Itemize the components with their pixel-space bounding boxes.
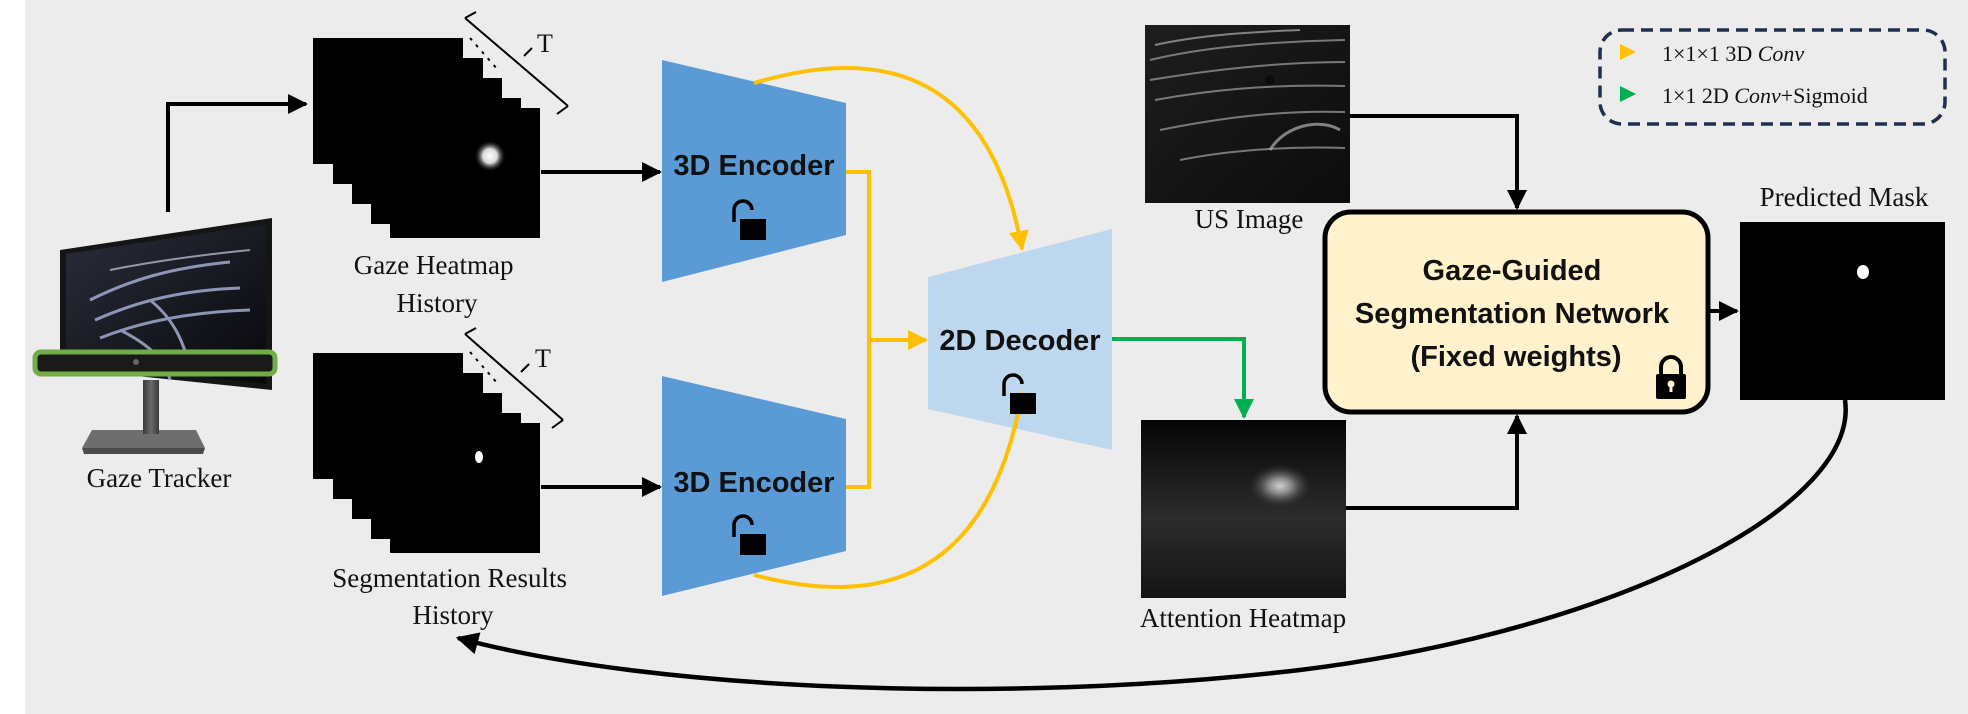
us-image [1145,25,1350,203]
legend-conv2d-text: 1×1 2D Conv+Sigmoid [1662,83,1868,108]
arrow-tracker-to-gaze-history [166,94,308,212]
encoder-bottom-unlocked-icon [732,514,766,555]
conv3d-skip-bottom [753,391,1029,589]
attention-heatmap [1141,420,1346,598]
conv3d-skip-top [753,66,1029,251]
encoder-top-unlocked-icon [732,199,766,240]
predicted-mask-label: Predicted Mask [1760,182,1929,212]
segmentation-history-time-bracket [464,327,564,429]
network-locked-icon [1656,355,1686,399]
conv2d-sigmoid-arrow [1112,337,1254,419]
encoder-top [662,60,846,282]
decoder-label: 2D Decoder [939,325,1100,357]
decoder-unlocked-icon [1002,373,1036,414]
conv3d-merge-top [846,170,871,340]
segmentation-dot [475,451,483,463]
encoder-bottom-label: 3D Encoder [673,467,834,499]
gaze-hotspot [474,140,506,172]
gaze-heatmap-time-label: T [537,29,553,58]
us-image-label: US Image [1195,204,1304,234]
gaze-heatmap-stack [313,38,540,238]
arrow-feedback-mask-to-history [455,399,1848,692]
segmentation-history-time-label: T [535,344,551,373]
encoder-bottom [662,376,846,596]
segmentation-network-title: Gaze-Guided Segmentation Network (Fixed … [1355,255,1677,373]
gaze-heatmap-history-label: Gaze Heatmap History [354,250,520,318]
gaze-tracker-label: Gaze Tracker [87,463,232,493]
segmentation-history-stack [313,353,540,553]
legend-conv3d-marker [1620,44,1636,60]
segmentation-results-history-label: Segmentation Results History [332,563,573,630]
legend-box [1598,28,1947,126]
conv3d-merge-bottom [846,340,871,489]
legend-conv2d-marker [1620,86,1636,102]
attention-heatmap-label: Attention Heatmap [1140,603,1346,633]
gaze-tracker-monitor [32,218,278,454]
predicted-mask [1740,222,1945,400]
decoder [928,229,1112,450]
eye-tracker-bar [32,349,278,377]
encoder-top-label: 3D Encoder [673,150,834,182]
segmentation-network-box [1322,209,1711,415]
gaze-heatmap-time-bracket [464,11,569,115]
arrow-us-image-to-network [1350,114,1527,210]
arrow-attention-to-network [1346,414,1527,510]
legend-conv3d-text: 1×1×1 3D Conv [1662,41,1804,66]
